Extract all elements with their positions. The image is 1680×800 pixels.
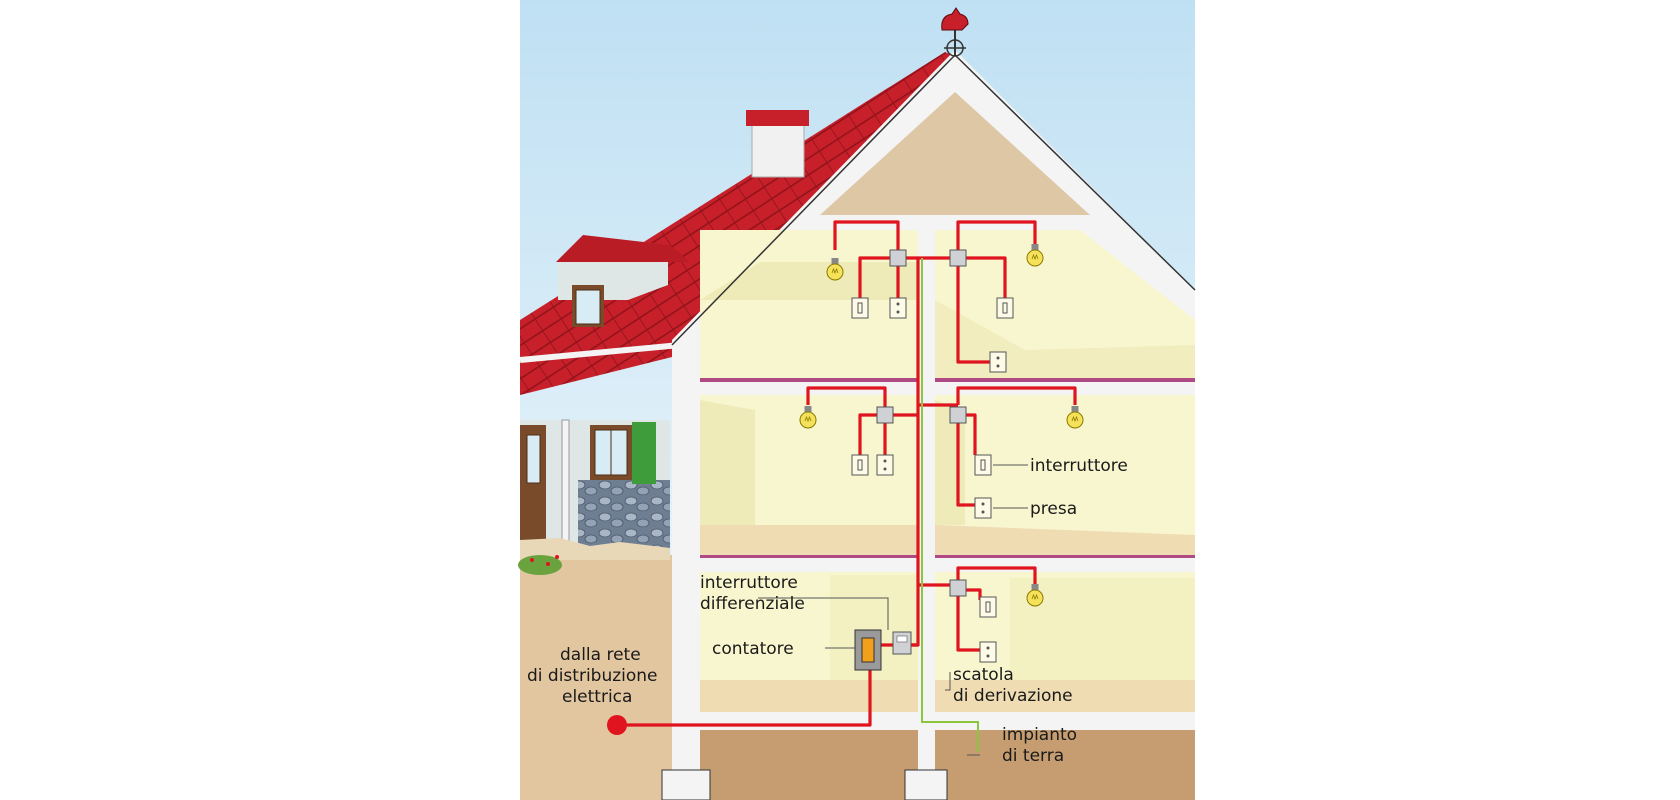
rooster-weathervane-icon <box>941 7 969 57</box>
wall-switch-icon <box>979 596 997 618</box>
junction-box-icon <box>889 249 907 267</box>
grid-connection-point <box>607 715 627 735</box>
label-scatola-line2: di derivazione <box>953 686 1073 706</box>
leader-lines <box>758 464 1028 756</box>
wall-switch-icon <box>851 297 869 319</box>
label-scatola-line1: scatola <box>953 665 1014 685</box>
power-outlet-icon <box>974 497 992 519</box>
wall-switch-icon <box>996 297 1014 319</box>
junction-box-icon <box>876 406 894 424</box>
roof <box>519 52 955 395</box>
electric-meter-icon <box>854 629 882 671</box>
label-terra-line2: di terra <box>1002 746 1064 766</box>
label-terra-line1: impianto <box>1002 725 1077 745</box>
label-rete-line3: elettrica <box>562 687 632 707</box>
wall-switch-icon <box>974 454 992 476</box>
label-contatore: contatore <box>712 639 794 659</box>
labels: interruttore presa interruttore differen… <box>527 456 1128 766</box>
devices <box>607 243 1084 735</box>
power-outlet-icon <box>989 351 1007 373</box>
junction-box-icon <box>949 406 967 424</box>
label-rete-line1: dalla rete <box>560 645 641 665</box>
power-outlet-icon <box>876 454 894 476</box>
power-outlet-icon <box>979 641 997 663</box>
power-outlet-icon <box>889 297 907 319</box>
junction-box-icon <box>949 579 967 597</box>
label-interruttore: interruttore <box>1030 456 1128 476</box>
junction-box-icon <box>949 249 967 267</box>
residual-current-device-icon <box>892 631 912 655</box>
porch <box>518 419 670 575</box>
label-differenziale-line2: differenziale <box>700 594 805 614</box>
house-cross-section <box>661 50 1196 800</box>
label-rete-line2: di distribuzione <box>527 666 658 686</box>
room-top-left <box>700 230 918 378</box>
wall-switch-icon <box>851 454 869 476</box>
label-presa: presa <box>1030 499 1077 519</box>
earth-wire <box>921 258 979 752</box>
label-differenziale-line1: interruttore <box>700 573 798 593</box>
